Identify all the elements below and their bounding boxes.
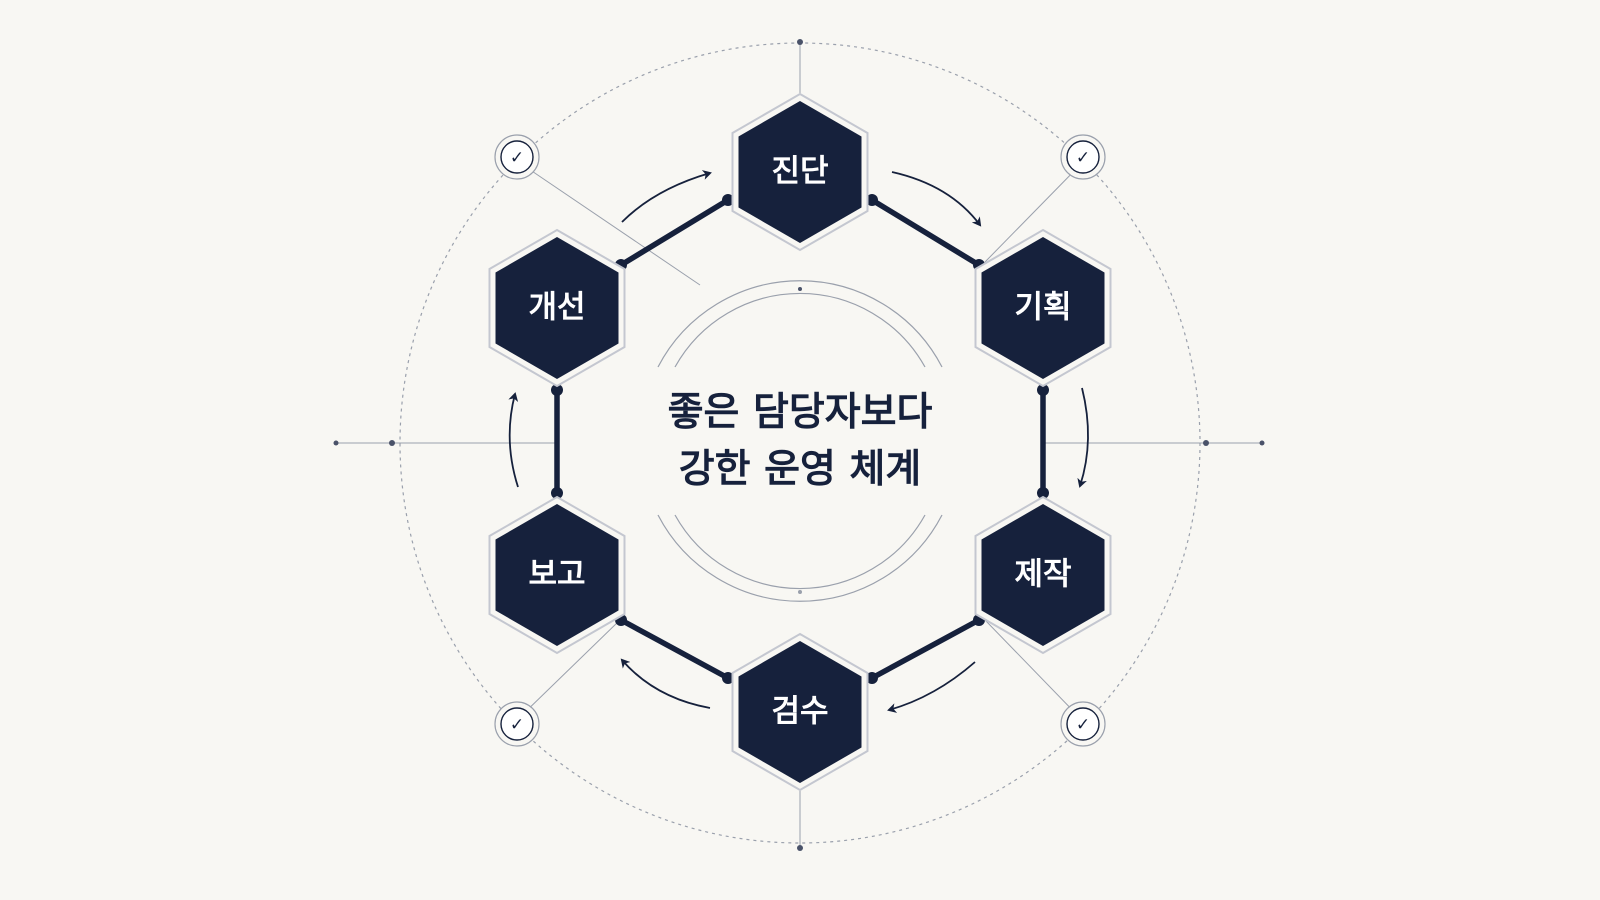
ring-nodes [551, 194, 1049, 684]
check-guide-line [984, 162, 1083, 263]
check-mark-icon: ✓ [510, 148, 524, 168]
dot-icon [333, 440, 339, 446]
dot-icon [797, 39, 803, 45]
hex-fill [738, 101, 862, 243]
check-mark-icon: ✓ [1076, 715, 1090, 735]
hex-step-planning: 기획 [974, 228, 1112, 388]
hex-fill [495, 237, 619, 379]
check-guide-line [984, 619, 1083, 721]
dot-icon [798, 287, 802, 291]
step-label: 제작 [1014, 557, 1071, 593]
check-badge-core [1066, 140, 1100, 174]
dot-icon [866, 672, 878, 684]
curved-arrow-icon [1077, 387, 1089, 488]
dot-icon [551, 487, 563, 499]
hex-step-diagnosis: 진단 [731, 92, 869, 252]
check-guide-lines [516, 162, 1083, 721]
hex-fill [981, 504, 1105, 646]
check-badges: ✓ ✓ ✓ ✓ [494, 134, 1106, 747]
check-badge-core [500, 707, 534, 741]
step-label: 검수 [771, 694, 828, 730]
check-circle-icon: ✓ [1060, 701, 1106, 747]
hex-fill [981, 237, 1105, 379]
center-title-line-1: 좋은 담당자보다 [668, 389, 933, 435]
dot-icon [1203, 440, 1209, 446]
inner-arc-top-outer [657, 280, 943, 368]
curved-arrow-icon [620, 658, 711, 709]
dot-icon [722, 672, 734, 684]
dot-icon [797, 845, 803, 851]
dot-icon [866, 194, 878, 206]
check-circle-icon: ✓ [1060, 134, 1106, 180]
hex-step-production: 제작 [974, 495, 1112, 655]
step-label: 개선 [528, 290, 585, 326]
cross-guides [335, 42, 1262, 848]
hex-fill [495, 504, 619, 646]
curved-arrow-icon [508, 392, 519, 488]
hex-step-report: 보고 [488, 495, 626, 655]
check-mark-icon: ✓ [1076, 148, 1090, 168]
flow-arrows [508, 170, 1089, 713]
check-badge-core [1066, 707, 1100, 741]
step-label: 기획 [1014, 290, 1071, 326]
guide-end-dots [333, 39, 1265, 851]
hex-fill [738, 641, 862, 783]
curved-arrow-icon [891, 171, 982, 227]
check-circle-icon: ✓ [494, 134, 540, 180]
inner-arc-top-inner [674, 292, 926, 368]
ring-edges [554, 197, 1046, 681]
dot-icon [389, 440, 395, 446]
check-guide-line [516, 619, 621, 721]
inner-arcs [657, 280, 943, 602]
edge-1 [619, 197, 730, 268]
dot-icon [1259, 440, 1265, 446]
check-guide-line [519, 162, 701, 286]
dot-icon [551, 384, 563, 396]
dot-icon [798, 590, 802, 594]
step-label: 진단 [771, 154, 828, 190]
check-badge-core [500, 140, 534, 174]
edge-5 [619, 617, 730, 681]
dot-icon [722, 194, 734, 206]
hex-step-improvement: 개선 [488, 228, 626, 388]
edge-4 [870, 617, 981, 681]
hex-step-review: 검수 [731, 632, 869, 792]
edge-2 [870, 197, 981, 268]
inner-arc-bottom-inner [674, 514, 926, 590]
dot-icon [1037, 384, 1049, 396]
curved-arrow-icon [621, 170, 712, 223]
curved-arrow-icon [887, 661, 976, 713]
step-label: 보고 [528, 557, 585, 593]
inner-arc-bottom-outer [657, 514, 943, 602]
center-title-line-2: 강한 운영 체계 [679, 446, 921, 492]
check-mark-icon: ✓ [510, 715, 524, 735]
check-circle-icon: ✓ [494, 701, 540, 747]
dot-icon [1037, 487, 1049, 499]
